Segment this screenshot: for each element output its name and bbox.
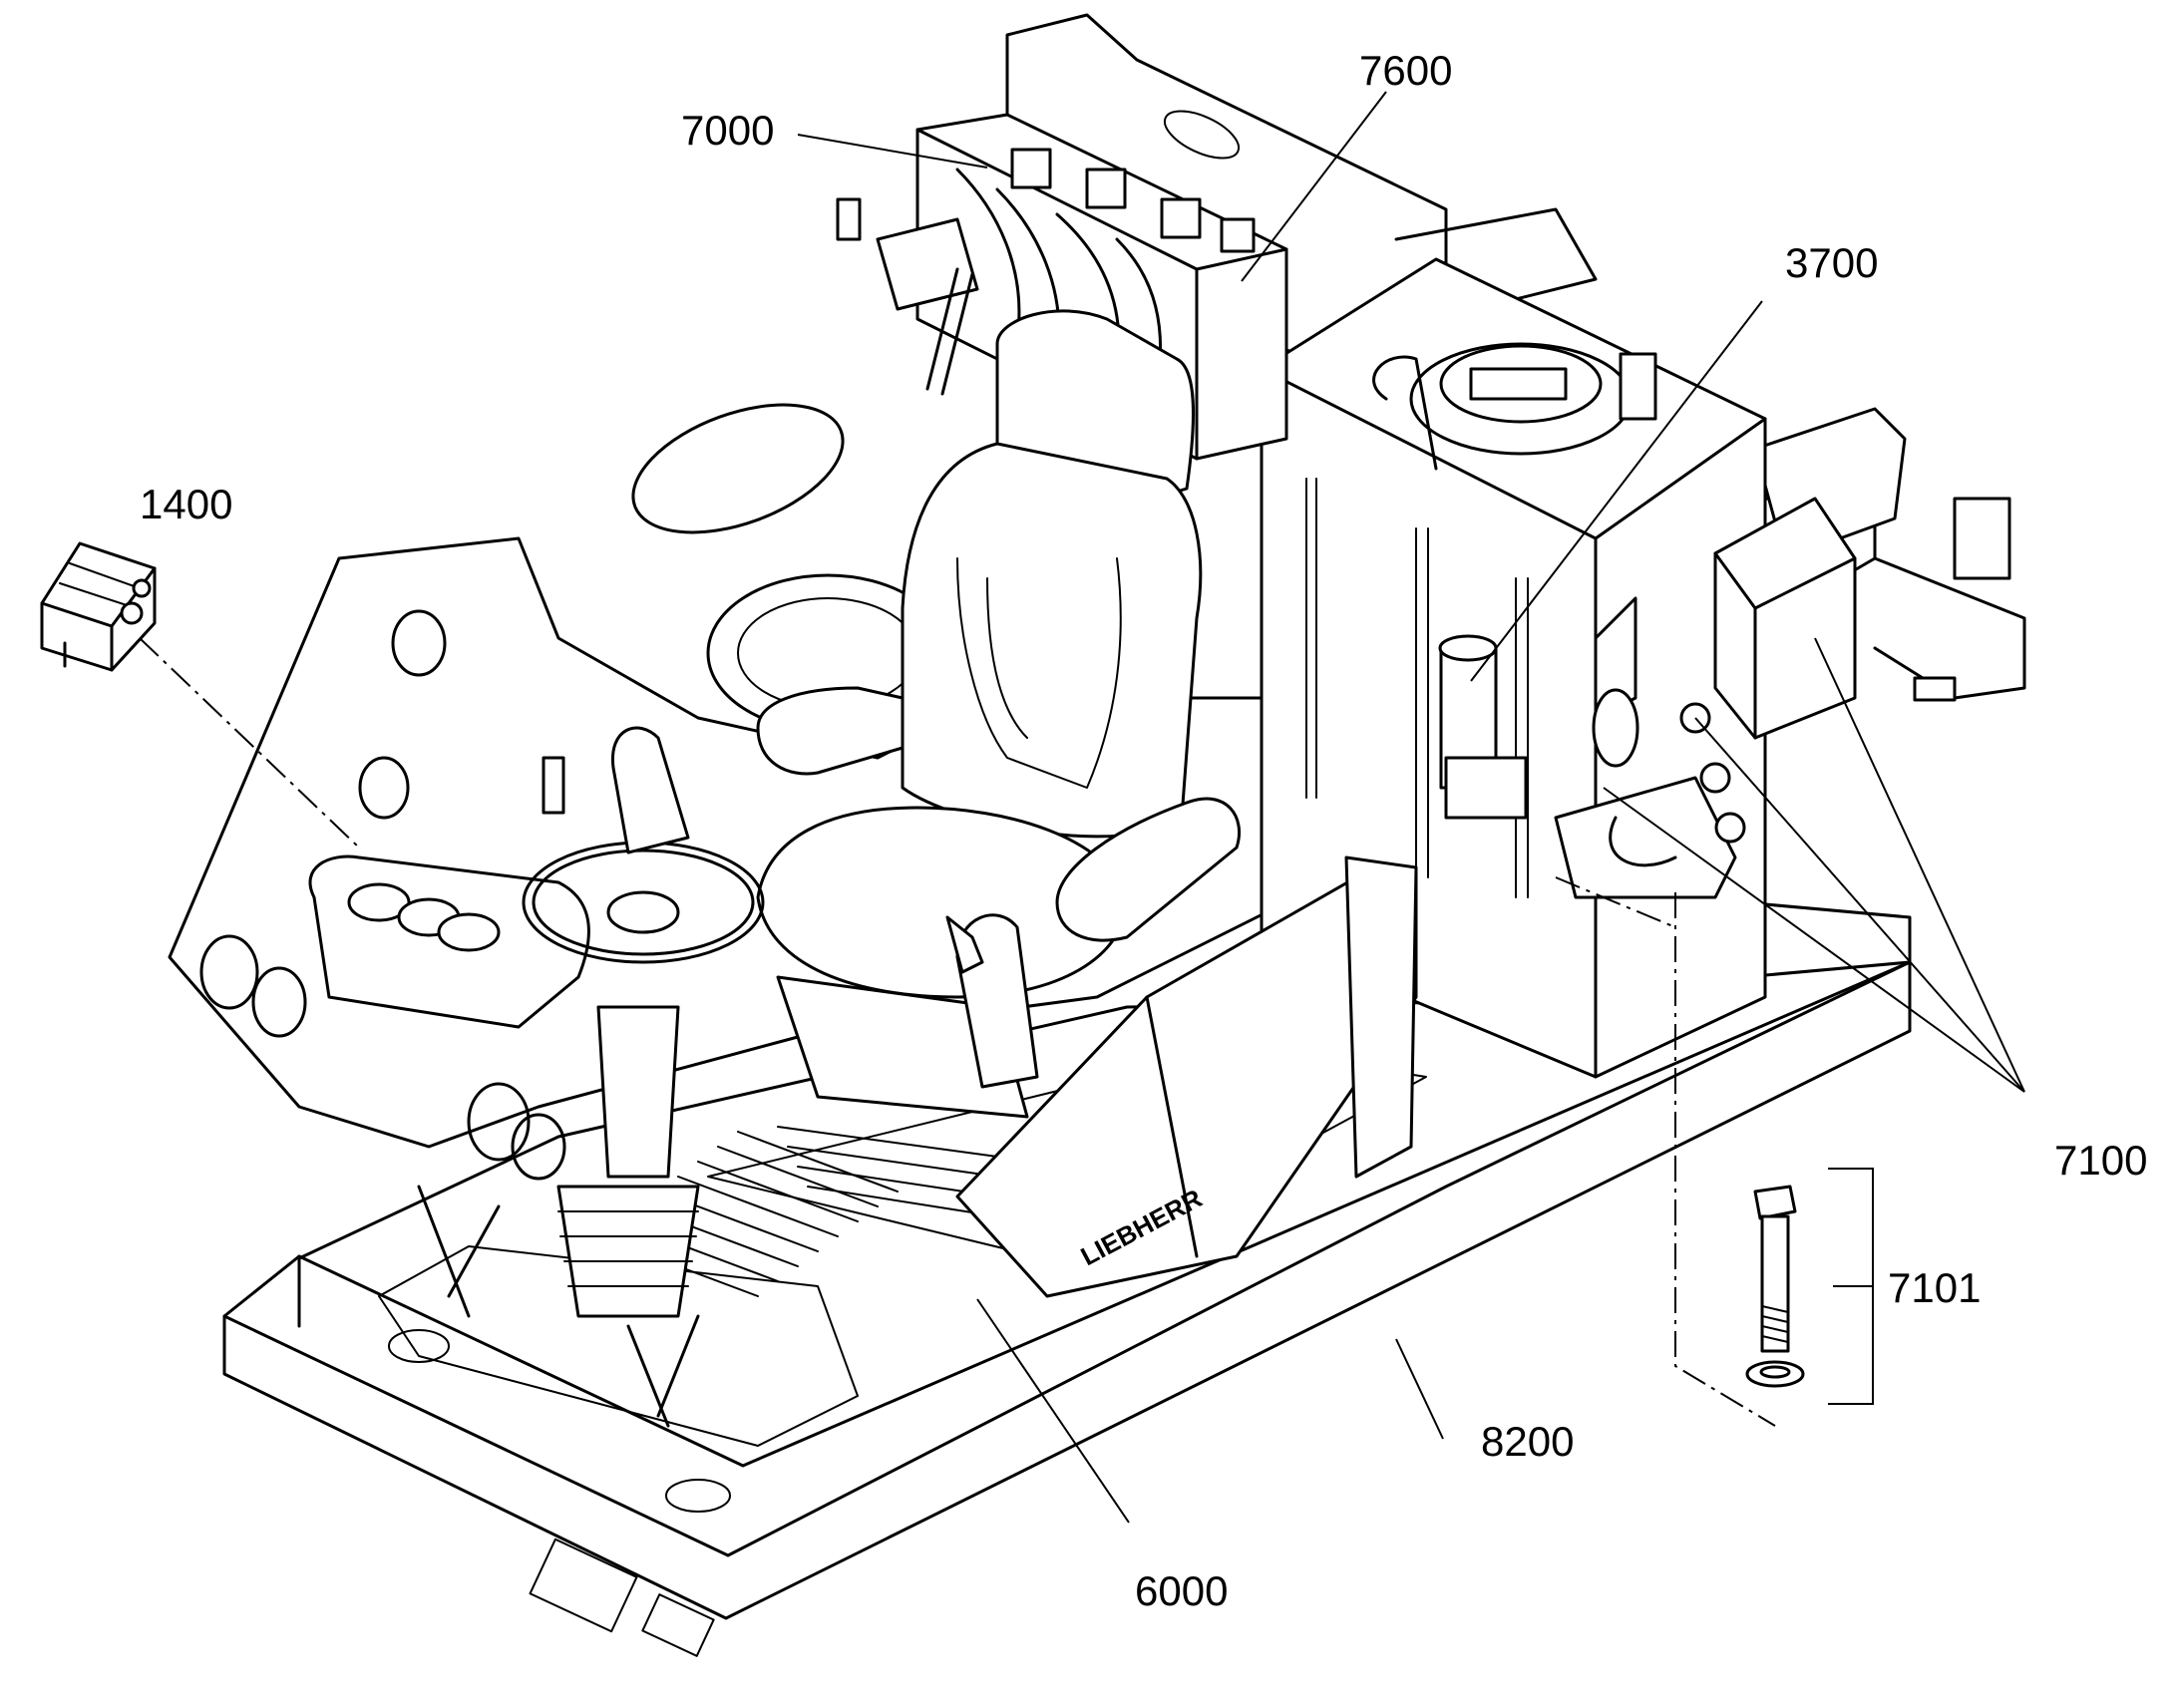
callout-7000: 7000 [681, 107, 774, 154]
part-1400-block [40, 541, 157, 672]
right-console: LIEBHERR [945, 855, 1418, 1298]
callout-6000: 6000 [1135, 1567, 1228, 1614]
callout-8200: 8200 [1481, 1418, 1574, 1465]
callout-7600: 7600 [1359, 47, 1452, 94]
filter-unit [1438, 634, 1528, 820]
callout-labels: 7000 7600 3700 1400 7100 7101 8200 6000 [140, 47, 2147, 1614]
callout-7100: 7100 [2054, 1137, 2147, 1184]
callout-3700: 3700 [1785, 239, 1878, 286]
valve-manifold [1554, 596, 1746, 899]
left-console-steering [308, 726, 765, 1513]
part-7101-bolt [1745, 1185, 1805, 1388]
leader-lines [139, 91, 2025, 1524]
floor-frame [222, 875, 1912, 1657]
control-valve-block [836, 113, 1288, 461]
operator-seat [756, 309, 1242, 1217]
callout-1400: 1400 [140, 481, 232, 527]
callout-7101: 7101 [1888, 1264, 1981, 1311]
